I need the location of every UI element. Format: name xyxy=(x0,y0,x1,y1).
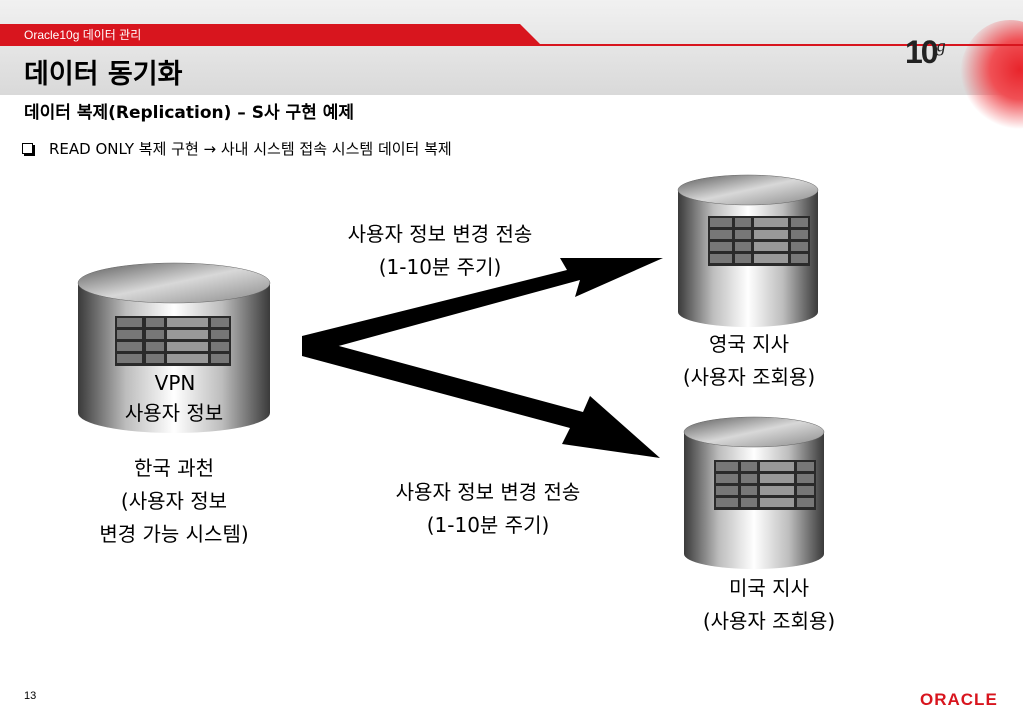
us-database-icon xyxy=(683,416,825,569)
uk-table-grid-icon xyxy=(708,216,810,266)
arrow-top-period: (1-10분 주기) xyxy=(378,255,502,279)
arrow-bottom-label: 사용자 정보 변경 전송 xyxy=(395,480,581,504)
checkbox-bullet-icon xyxy=(22,143,33,154)
uk-caption-location: 영국 지사 xyxy=(709,332,789,356)
uk-caption-desc: (사용자 조회용) xyxy=(682,365,816,389)
source-caption-desc-2: 변경 가능 시스템) xyxy=(99,522,249,546)
uk-database-icon xyxy=(677,174,819,327)
header-divider xyxy=(0,44,1023,46)
arrow-top-label: 사용자 정보 변경 전송 xyxy=(347,222,533,246)
header-tab-label: Oracle10g 데이터 관리 xyxy=(24,28,142,42)
bullet-item: READ ONLY 복제 구현 → 사내 시스템 접속 시스템 데이터 복제 xyxy=(22,138,452,159)
page-number: 13 xyxy=(24,690,37,702)
bullet-text: READ ONLY 복제 구현 → 사내 시스템 접속 시스템 데이터 복제 xyxy=(49,140,452,158)
section-subtitle: 데이터 복제(Replication) – S사 구현 예제 xyxy=(24,103,355,123)
header-tab: Oracle10g 데이터 관리 xyxy=(0,24,540,44)
source-db-inner-label-user: 사용자 정보 xyxy=(124,401,224,425)
us-caption-location: 미국 지사 xyxy=(729,576,809,600)
header-bar xyxy=(0,0,1023,95)
arrow-to-uk xyxy=(302,258,663,356)
replication-arrows xyxy=(302,258,663,458)
logo-text: 10 xyxy=(905,34,939,70)
source-caption-location: 한국 과천 xyxy=(134,456,214,480)
logo-super: g xyxy=(936,35,946,56)
page-title: 데이터 동기화 xyxy=(24,59,183,90)
source-database-icon xyxy=(77,262,271,433)
arrow-to-us xyxy=(302,336,660,458)
us-caption-desc: (사용자 조회용) xyxy=(702,609,836,633)
oracle-logo: ORACLE xyxy=(920,690,998,709)
oracle-10g-logo: 10g xyxy=(905,34,946,71)
source-db-inner-label-vpn: VPN xyxy=(154,371,196,395)
source-caption-desc-1: (사용자 정보 xyxy=(120,489,228,513)
arrow-bottom-period: (1-10분 주기) xyxy=(426,513,550,537)
source-table-grid-icon xyxy=(115,316,231,366)
us-table-grid-icon xyxy=(714,460,816,510)
